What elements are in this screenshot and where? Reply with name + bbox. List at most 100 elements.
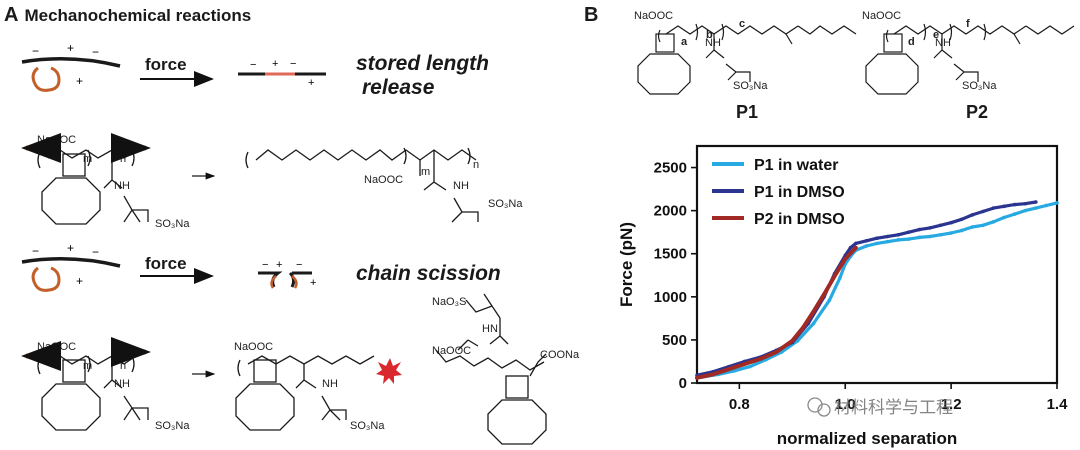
series-3-point [832,274,837,278]
p2-salt: NaOOC [862,10,902,22]
series-line-1 [700,201,1059,379]
row1-result-line1: stored length [356,52,490,75]
row4-structures [21,293,547,445]
row1-force-label: force [145,55,187,74]
y-axis-label: Force (pN) [617,222,636,307]
svg-text:−: − [32,244,39,258]
row4-reactant-m: m [83,360,93,372]
row4-reactant-nh: NH [114,378,130,390]
svg-text:+: + [272,58,278,70]
panel-a-heading: Mechanochemical reactions [24,6,252,25]
series-1-point [1044,203,1049,208]
series-2-point [938,223,943,228]
y-tick-label: 1500 [654,246,687,263]
series-1-point [827,298,832,303]
svg-text:−: − [250,59,256,71]
series-1-point [875,241,879,246]
x-tick-label: 1.0 [835,396,856,413]
watermark-text: 材料科学与工程 [834,398,953,417]
x-tick-label: 1.4 [1047,396,1069,413]
series-1-point [959,228,964,233]
series-1-point [864,244,869,248]
p2-label-f: f [966,18,970,30]
row2-structures [21,133,479,225]
series-1-point [949,231,953,235]
y-tick-label: 0 [679,375,687,392]
panel-b-letter: B [584,4,599,26]
y-tick-label: 2500 [654,160,687,177]
row4-frag2-nh: HN [482,323,498,335]
series-2-point [848,245,853,250]
row4-frag1-so3: SO₃Na [350,420,385,432]
svg-text:−: − [92,245,99,259]
p1-label-b: b [706,29,713,41]
series-3-point [774,350,779,354]
series-line-2 [695,200,1038,377]
p2-nh: NH [935,37,951,49]
series-1-point [1034,206,1038,210]
svg-text:+: + [310,277,316,289]
legend-label-1: P1 in water [754,157,838,174]
row2-product-n: n [473,159,480,171]
series-2-point [1034,200,1038,204]
row3-schematic: − + − + − + − + [21,241,316,292]
series-line-3 [695,245,858,380]
series-1-point [838,276,842,280]
p1-label-c: c [739,18,746,30]
series-2-point [959,217,964,222]
row2-product-so3: SO₃Na [488,198,523,210]
series-1-point [1012,212,1017,216]
series-3-point [711,372,715,377]
series-3-point [801,326,805,330]
p1-so3: SO₃Na [733,80,768,92]
row2-reactant-m: m [83,153,93,165]
svg-text:−: − [262,259,268,271]
panel-b-title: B [584,4,604,27]
series-2-point [896,232,900,237]
row2-reactant-nh: NH [114,180,130,192]
wechat-icon [807,397,831,417]
row4-frag2-coona: COONa [540,349,580,361]
series-3-point [854,245,858,250]
row4-frag1-salt: NaOOC [234,341,274,353]
row4-reactant-so3: SO₃Na [155,420,190,432]
svg-text:+: + [67,41,74,55]
series-1-point [981,223,985,228]
row2-product-nh: NH [453,180,469,192]
series-3-point [843,257,848,261]
legend-label-3: P2 in DMSO [754,211,845,228]
series-2-point [991,206,996,210]
series-2-point [949,220,953,225]
p1-nh: NH [705,37,721,49]
row4-frag2-salt: NaOOC [432,345,472,357]
series-2-point [970,213,975,217]
p2-label-d: d [908,36,915,48]
series-1-point [938,232,943,237]
series-2-point [928,226,932,230]
cyclobutane-loop-icon [31,66,61,92]
row1-schematic: − + − + − + − + [21,41,326,92]
series-2-point [875,236,879,241]
chart-frame [695,144,1059,385]
p1-label-a: a [681,36,688,48]
series-1-point [732,369,736,373]
legend-label-2: P1 in DMSO [754,184,845,201]
svg-text:+: + [76,74,83,88]
series-2-point [1002,204,1006,209]
series-2-point [854,241,858,246]
series-1-point [906,237,911,241]
row4-frag2-so3: NaO₃S [432,296,467,308]
row1-result-line2: release [362,76,435,99]
p2-name: P2 [966,102,989,122]
series-3-point [742,362,747,366]
series-1-point [991,220,996,224]
y-tick-label: 2000 [654,203,687,220]
svg-text:−: − [296,259,302,271]
series-3-point [822,292,826,297]
series-1-point [795,338,800,343]
series-1-point [885,239,890,244]
row2-product-salt: NaOOC [364,174,404,186]
series-1-point [811,321,816,326]
x-axis-label: normalized separation [777,429,957,448]
